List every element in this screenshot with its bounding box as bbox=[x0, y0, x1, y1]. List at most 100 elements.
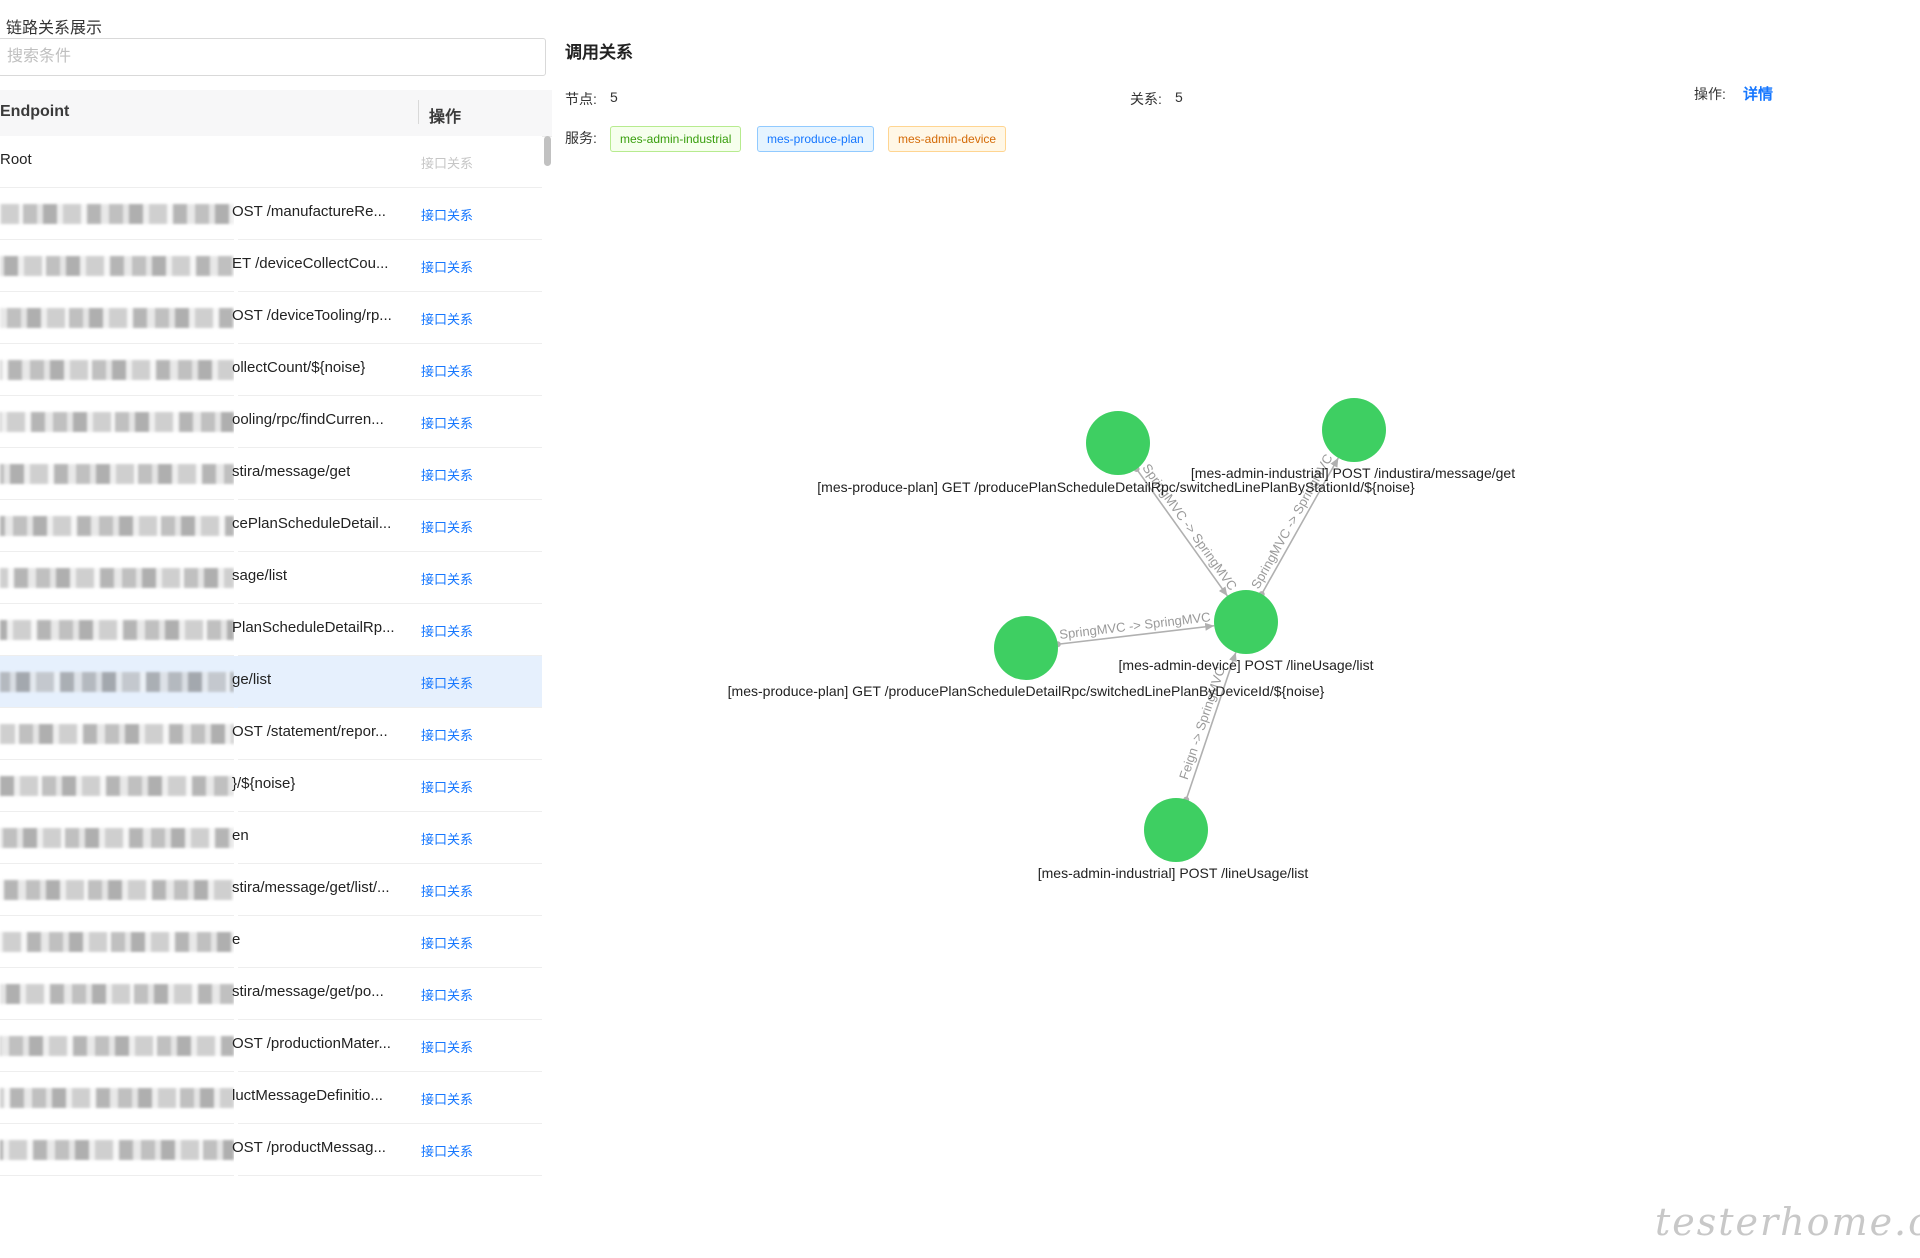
redacted-endpoint-prefix bbox=[0, 464, 234, 484]
row-divider bbox=[234, 552, 238, 604]
interface-relation-link[interactable]: 接口关系 bbox=[421, 988, 474, 1003]
endpoint-cell: }/${noise} bbox=[232, 775, 296, 792]
row-divider bbox=[234, 760, 238, 812]
node-label: [mes-produce-plan] GET /producePlanSched… bbox=[728, 683, 1325, 699]
interface-relation-link[interactable]: 接口关系 bbox=[421, 728, 474, 743]
table-row[interactable]: PlanScheduleDetailRp...接口关系 bbox=[0, 604, 542, 656]
endpoint-cell: ET /deviceCollectCou... bbox=[232, 255, 389, 272]
service-tag-admin-industrial[interactable]: mes-admin-industrial bbox=[610, 126, 742, 152]
endpoint-cell: OST /deviceTooling/rp... bbox=[232, 307, 392, 324]
row-divider bbox=[234, 656, 238, 708]
interface-relation-link[interactable]: 接口关系 bbox=[421, 1040, 474, 1055]
redacted-endpoint-prefix bbox=[0, 1036, 234, 1056]
table-row[interactable]: OST /statement/repor...接口关系 bbox=[0, 708, 542, 760]
service-tag-produce-plan[interactable]: mes-produce-plan bbox=[757, 126, 874, 152]
interface-relation-link[interactable]: 接口关系 bbox=[421, 312, 474, 327]
scrollbar-thumb[interactable] bbox=[544, 136, 551, 166]
table-row[interactable]: OST /productionMater...接口关系 bbox=[0, 1020, 542, 1072]
redacted-endpoint-prefix bbox=[0, 880, 234, 900]
interface-relation-link[interactable]: 接口关系 bbox=[421, 624, 474, 639]
table-scrollbar[interactable] bbox=[543, 136, 551, 1186]
graph-node[interactable] bbox=[1322, 398, 1386, 462]
redacted-endpoint-prefix bbox=[0, 412, 234, 432]
interface-relation-link[interactable]: 接口关系 bbox=[421, 468, 474, 483]
relations-count: 5 bbox=[1175, 89, 1183, 105]
interface-relation-link[interactable]: 接口关系 bbox=[421, 572, 474, 587]
interface-relation-link[interactable]: 接口关系 bbox=[421, 936, 474, 951]
graph-edge[interactable] bbox=[1260, 457, 1340, 595]
column-header-endpoint[interactable]: Endpoint bbox=[0, 103, 70, 120]
graph-edge[interactable] bbox=[1135, 468, 1229, 597]
interface-relation-link[interactable]: 接口关系 bbox=[421, 520, 474, 535]
redacted-endpoint-prefix bbox=[0, 1088, 234, 1108]
interface-relation-link: 接口关系 bbox=[421, 156, 474, 171]
operation-label: 操作: bbox=[1694, 86, 1726, 102]
row-divider bbox=[234, 916, 238, 968]
endpoint-cell: stira/message/get/list/... bbox=[232, 879, 390, 896]
graph-edge[interactable] bbox=[1057, 622, 1215, 646]
node-label: [mes-admin-industrial] POST /industira/m… bbox=[1191, 465, 1515, 481]
graph-node[interactable] bbox=[1086, 411, 1150, 475]
graph-node[interactable] bbox=[1144, 798, 1208, 862]
interface-relation-link[interactable]: 接口关系 bbox=[421, 364, 474, 379]
table-row[interactable]: stira/message/get 接口关系 bbox=[0, 448, 542, 500]
endpoint-cell: OST /productMessag... bbox=[232, 1139, 386, 1156]
redacted-endpoint-prefix bbox=[0, 724, 234, 744]
relations-label: 关系: bbox=[1130, 91, 1162, 107]
redacted-endpoint-prefix bbox=[0, 672, 234, 692]
endpoint-cell: stira/message/get/po... bbox=[232, 983, 384, 1000]
table-row[interactable]: ooling/rpc/findCurren... 接口关系 bbox=[0, 396, 542, 448]
graph-node[interactable] bbox=[1214, 590, 1278, 654]
row-divider bbox=[234, 500, 238, 552]
watermark: testerhome.com bbox=[1655, 1200, 1920, 1244]
row-divider bbox=[234, 708, 238, 760]
graph-edge[interactable] bbox=[1185, 652, 1237, 800]
table-row[interactable]: }/${noise} 接口关系 bbox=[0, 760, 542, 812]
table-row[interactable]: OST /manufactureRe...接口关系 bbox=[0, 188, 542, 240]
graph-title: 调用关系 bbox=[565, 43, 633, 62]
interface-relation-link[interactable]: 接口关系 bbox=[421, 1144, 474, 1159]
interface-relation-link[interactable]: 接口关系 bbox=[421, 832, 474, 847]
detail-link[interactable]: 详情 bbox=[1743, 86, 1774, 103]
interface-relation-link[interactable]: 接口关系 bbox=[421, 884, 474, 899]
table-row[interactable]: OST /deviceTooling/rp... 接口关系 bbox=[0, 292, 542, 344]
node-label: [mes-admin-device] POST /lineUsage/list bbox=[1119, 657, 1374, 673]
redacted-endpoint-prefix bbox=[0, 620, 234, 640]
row-divider bbox=[234, 968, 238, 1020]
table-row[interactable]: ET /deviceCollectCou... 接口关系 bbox=[0, 240, 542, 292]
redacted-endpoint-prefix bbox=[0, 828, 234, 848]
graph-node[interactable] bbox=[994, 616, 1058, 680]
row-divider bbox=[234, 812, 238, 864]
interface-relation-link[interactable]: 接口关系 bbox=[421, 208, 474, 223]
row-divider bbox=[234, 448, 238, 500]
table-row[interactable]: stira/message/get/po... 接口关系 bbox=[0, 968, 542, 1020]
search-input[interactable] bbox=[0, 38, 546, 76]
table-row[interactable]: stira/message/get/list/... 接口关系 bbox=[0, 864, 542, 916]
interface-relation-link[interactable]: 接口关系 bbox=[421, 260, 474, 275]
table-row[interactable]: ollectCount/${noise}接口关系 bbox=[0, 344, 542, 396]
redacted-endpoint-prefix bbox=[0, 1140, 234, 1160]
service-tag-admin-device[interactable]: mes-admin-device bbox=[888, 126, 1007, 152]
node-label: [mes-produce-plan] GET /producePlanSched… bbox=[817, 479, 1415, 495]
edge-label: SpringMVC -> SpringMVC bbox=[1058, 609, 1211, 642]
column-divider bbox=[418, 100, 419, 124]
interface-relation-link[interactable]: 接口关系 bbox=[421, 416, 474, 431]
endpoint-cell: ooling/rpc/findCurren... bbox=[232, 411, 384, 428]
interface-relation-link[interactable]: 接口关系 bbox=[421, 676, 474, 691]
interface-relation-link[interactable]: 接口关系 bbox=[421, 1092, 474, 1107]
table-row[interactable]: OST /productMessag... 接口关系 bbox=[0, 1124, 542, 1176]
table-row[interactable]: luctMessageDefinitio...接口关系 bbox=[0, 1072, 542, 1124]
row-divider bbox=[234, 1072, 238, 1124]
interface-relation-link[interactable]: 接口关系 bbox=[421, 780, 474, 795]
redacted-endpoint-prefix bbox=[0, 204, 234, 224]
table-row[interactable]: cePlanScheduleDetail...接口关系 bbox=[0, 500, 542, 552]
endpoint-cell: stira/message/get bbox=[232, 463, 351, 480]
redacted-endpoint-prefix bbox=[0, 932, 234, 952]
